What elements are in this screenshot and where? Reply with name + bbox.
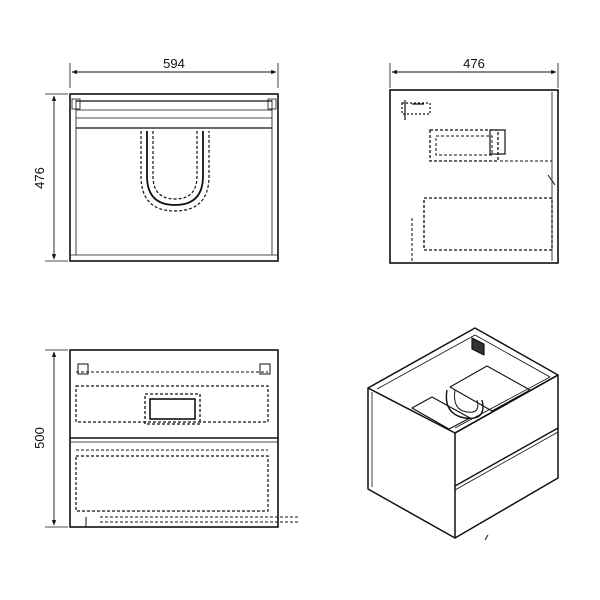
height-label-top: 476 <box>32 167 47 189</box>
depth-dimension-left <box>45 93 68 262</box>
isometric-view <box>367 327 559 541</box>
wall-bracket <box>401 100 431 120</box>
top-outline <box>69 93 279 262</box>
width-label: 594 <box>163 56 185 71</box>
top-view <box>45 63 279 262</box>
depth-dimension <box>389 63 559 88</box>
height-label-front: 500 <box>32 427 47 449</box>
side-view <box>389 63 559 264</box>
width-dimension <box>69 63 279 88</box>
siphon-cutout <box>140 131 210 212</box>
front-view <box>45 349 300 528</box>
depth-label: 476 <box>463 56 485 71</box>
side-outline <box>389 89 559 264</box>
height-dimension <box>45 349 68 528</box>
